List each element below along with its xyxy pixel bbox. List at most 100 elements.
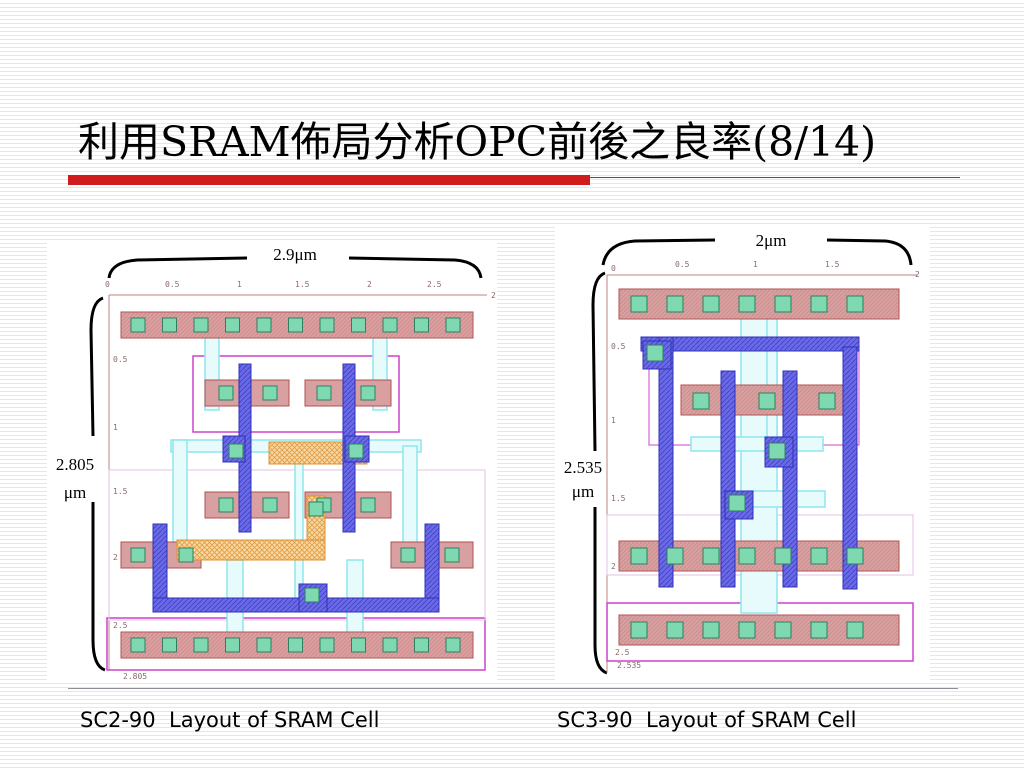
contact-square xyxy=(774,621,792,639)
x-tick-0: 0 xyxy=(611,264,616,273)
contact-square xyxy=(702,295,720,313)
y-tick-1.5: 1.5 xyxy=(113,487,128,496)
contact-square xyxy=(256,317,272,333)
contact-square xyxy=(666,295,684,313)
x-tick-1: 1 xyxy=(237,280,242,289)
contact-square xyxy=(738,547,756,565)
contact-square xyxy=(256,637,272,653)
contact-square xyxy=(630,621,648,639)
contact-square xyxy=(702,621,720,639)
contact-square xyxy=(193,317,209,333)
height-dimension-value: 2.805 xyxy=(56,455,94,474)
corner-label-2.535: 2.535 xyxy=(617,661,641,670)
sc2-90-layout-figure: 2.9μm 2.805 μm 0 0.5 1 1.5 2 2.5 2 0.5 1… xyxy=(47,240,497,680)
contact-square xyxy=(444,547,460,563)
y-tick-2: 2 xyxy=(611,562,616,571)
contact-square xyxy=(130,317,146,333)
contact-square xyxy=(738,621,756,639)
x-tick-0: 0 xyxy=(105,280,110,289)
contact-square xyxy=(351,317,366,333)
contact-square xyxy=(193,637,209,653)
contact-square xyxy=(218,497,234,513)
x-tick-0.5: 0.5 xyxy=(675,260,690,269)
contact-square xyxy=(692,392,710,410)
contact-square xyxy=(630,295,648,313)
contact-square xyxy=(445,637,461,653)
contact-square xyxy=(218,385,234,401)
y-tick-2.5: 2.5 xyxy=(113,621,128,630)
contact-square xyxy=(225,637,240,653)
contact-square xyxy=(768,442,786,460)
contact-square xyxy=(360,385,376,401)
contact-square xyxy=(316,385,332,401)
contact-square xyxy=(308,501,324,517)
contact-square xyxy=(360,497,376,513)
contact-square xyxy=(666,621,684,639)
x-tick-2: 2 xyxy=(367,280,372,289)
contact-square xyxy=(262,385,278,401)
contact-square xyxy=(228,443,244,459)
contact-square xyxy=(810,547,828,565)
contact-square xyxy=(178,547,194,563)
contact-square xyxy=(162,637,177,653)
contact-square xyxy=(728,494,746,512)
x-tick-1.5: 1.5 xyxy=(295,280,310,289)
contact-square xyxy=(702,547,720,565)
y-tick-2: 2 xyxy=(113,553,118,562)
height-dimension-unit: μm xyxy=(572,482,594,501)
title-underline-thin xyxy=(590,177,960,178)
contact-square xyxy=(846,621,864,639)
contact-square xyxy=(774,547,792,565)
contact-square xyxy=(288,637,303,653)
contact-square xyxy=(351,637,366,653)
corner-label: 2.805 xyxy=(123,672,147,680)
contact-square xyxy=(162,317,177,333)
contact-square xyxy=(818,392,836,410)
contact-square xyxy=(414,637,429,653)
contact-square xyxy=(382,637,398,653)
contact-square xyxy=(225,317,240,333)
x-tick-end: 2 xyxy=(491,291,496,300)
contact-square xyxy=(846,295,864,313)
contact-square xyxy=(262,497,278,513)
y-tick-1: 1 xyxy=(611,416,616,425)
contact-square xyxy=(288,317,303,333)
contact-square xyxy=(738,295,756,313)
contact-square xyxy=(646,344,664,362)
contact-square xyxy=(319,317,335,333)
bottom-divider xyxy=(68,688,958,689)
contact-square xyxy=(382,317,398,333)
x-tick-end: 2 xyxy=(915,270,920,279)
page-title: 利用SRAM佈局分析OPC前後之良率(8/14) xyxy=(78,118,877,166)
contact-square xyxy=(666,547,684,565)
x-tick-1: 1 xyxy=(753,260,758,269)
caption-sc3-90: SC3-90 Layout of SRAM Cell xyxy=(557,708,857,732)
contact-square xyxy=(758,392,776,410)
contact-square xyxy=(130,547,146,563)
contact-square xyxy=(445,317,461,333)
y-tick-0.5: 0.5 xyxy=(113,355,128,364)
y-tick-1.5: 1.5 xyxy=(611,494,626,503)
caption-sc2-90: SC2-90 Layout of SRAM Cell xyxy=(80,708,380,732)
contact-square xyxy=(846,547,864,565)
contact-square xyxy=(319,637,335,653)
contact-square xyxy=(348,443,364,459)
width-dimension-label: 2.9μm xyxy=(273,245,317,264)
contact-square xyxy=(414,317,429,333)
title-underline-red xyxy=(68,175,590,185)
corner-label-2.5: 2.5 xyxy=(615,648,630,657)
contact-square xyxy=(130,637,146,653)
y-tick-1: 1 xyxy=(113,423,118,432)
sc3-90-layout-figure: 2μm 2.535 μm 0 0.5 1 1.5 2 0.5 1 1.5 2 2… xyxy=(555,225,930,680)
x-tick-0.5: 0.5 xyxy=(165,280,180,289)
contact-square xyxy=(810,621,828,639)
contact-square xyxy=(304,587,320,603)
contact-square xyxy=(810,295,828,313)
x-tick-1.5: 1.5 xyxy=(825,260,840,269)
contact-square xyxy=(400,547,416,563)
height-dimension-unit: μm xyxy=(64,483,86,502)
y-tick-0.5: 0.5 xyxy=(611,342,626,351)
height-dimension-value: 2.535 xyxy=(564,458,602,477)
x-tick-2.5: 2.5 xyxy=(427,280,442,289)
contact-square xyxy=(774,295,792,313)
